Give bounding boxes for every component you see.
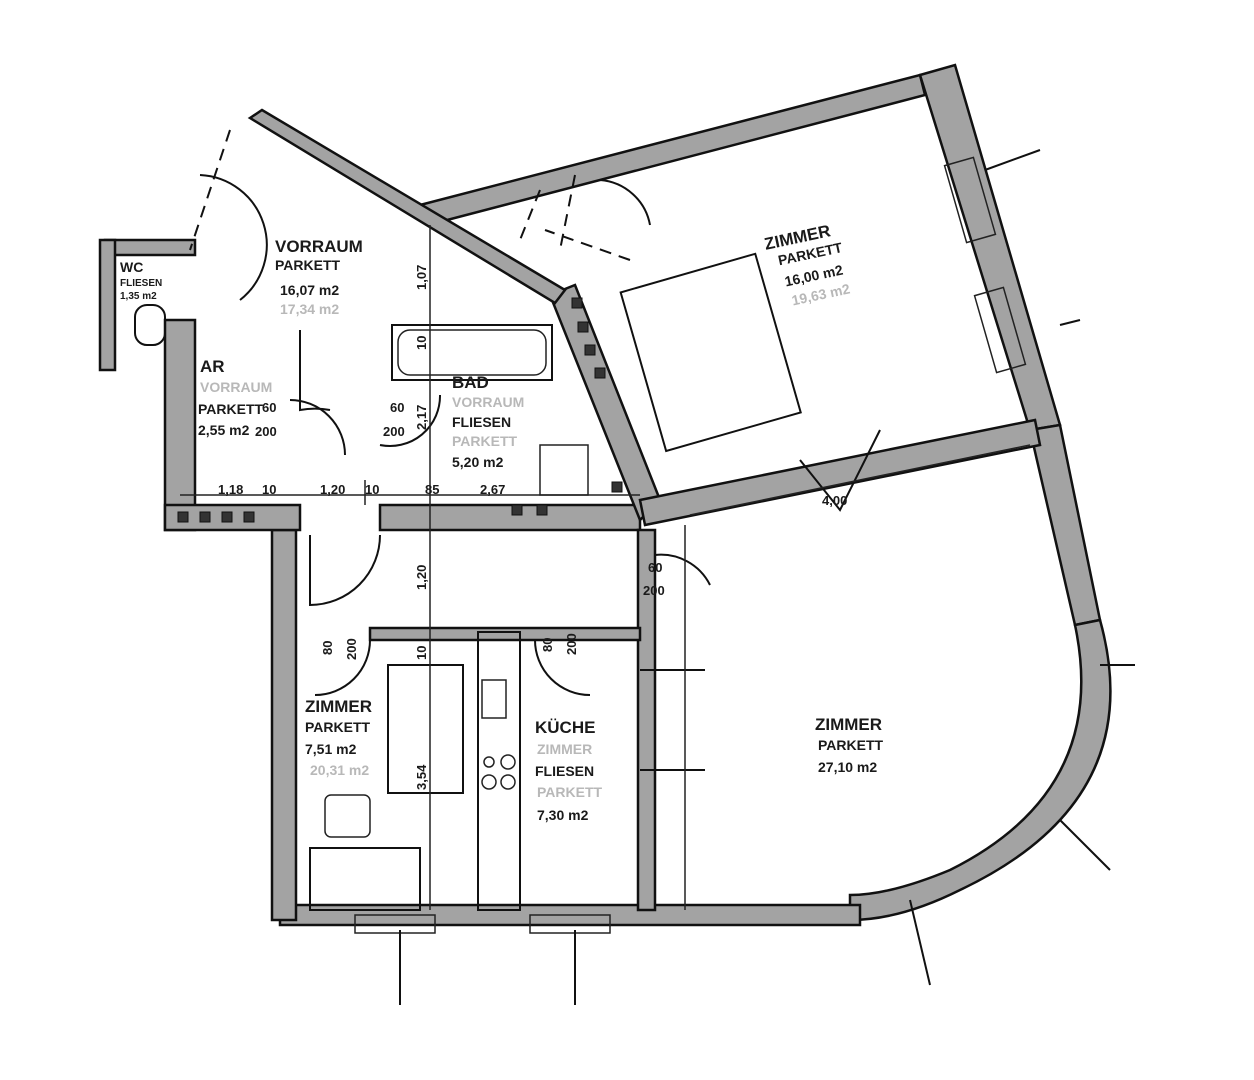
wall-bedroom-bottom — [638, 418, 1042, 527]
svg-text:ZIMMER: ZIMMER — [815, 715, 882, 734]
svg-text:VORRAUM: VORRAUM — [452, 394, 524, 410]
svg-text:1,07: 1,07 — [414, 265, 429, 290]
toilet — [134, 304, 166, 346]
dimension-lines — [180, 225, 1031, 910]
svg-text:10: 10 — [262, 482, 276, 497]
room-ar: AR VORRAUM PARKETT 2,55 m2 — [198, 357, 272, 438]
window — [973, 286, 1027, 374]
svg-text:PARKETT: PARKETT — [537, 784, 603, 800]
room-zimmer-top: ZIMMER PARKETT 16,00 m2 19,63 m2 — [763, 221, 852, 308]
wall-left — [270, 528, 298, 922]
wall-kitchen-right — [636, 528, 657, 912]
window — [354, 914, 436, 934]
chimney-markers — [177, 297, 623, 523]
svg-text:ZIMMER: ZIMMER — [305, 697, 372, 716]
svg-text:200: 200 — [564, 633, 579, 655]
svg-text:PARKETT: PARKETT — [305, 719, 371, 735]
wall-kitchen-top — [368, 626, 642, 642]
wall-curved — [848, 618, 1112, 922]
wall-bedroom-left — [548, 283, 662, 523]
svg-text:VORRAUM: VORRAUM — [200, 379, 272, 395]
svg-text:2,17: 2,17 — [414, 405, 429, 430]
bathtub — [391, 324, 553, 381]
svg-text:2,67: 2,67 — [480, 482, 505, 497]
svg-text:1,18: 1,18 — [218, 482, 243, 497]
axis-line — [1059, 819, 1111, 871]
svg-text:WC: WC — [120, 259, 143, 275]
svg-text:4,00: 4,00 — [822, 493, 847, 508]
svg-text:27,10 m2: 27,10 m2 — [818, 759, 877, 775]
wall-top-diagonal — [418, 73, 927, 227]
bed — [619, 252, 802, 453]
windows — [354, 149, 1135, 1005]
window — [943, 156, 997, 244]
svg-text:200: 200 — [344, 638, 359, 660]
svg-text:BAD: BAD — [452, 373, 489, 392]
axis-line — [909, 899, 931, 986]
svg-text:17,34 m2: 17,34 m2 — [280, 301, 339, 317]
svg-text:1,35 m2: 1,35 m2 — [120, 291, 157, 302]
svg-text:7,51 m2: 7,51 m2 — [305, 741, 357, 757]
svg-text:FLIESEN: FLIESEN — [452, 414, 511, 430]
svg-text:10: 10 — [414, 336, 429, 350]
wall-left-upper — [163, 318, 197, 532]
room-bad: BAD VORRAUM FLIESEN PARKETT 5,20 m2 — [452, 373, 524, 470]
svg-text:1,20: 1,20 — [414, 565, 429, 590]
walls — [98, 63, 1112, 927]
svg-text:PARKETT: PARKETT — [198, 401, 264, 417]
svg-text:80: 80 — [540, 638, 555, 652]
svg-text:85: 85 — [425, 482, 439, 497]
svg-text:PARKETT: PARKETT — [452, 433, 518, 449]
room-zimmer-large: ZIMMER PARKETT 27,10 m2 — [815, 715, 884, 775]
wall-vorraum-diagonal — [247, 108, 567, 305]
svg-text:60: 60 — [648, 560, 662, 575]
svg-text:KÜCHE: KÜCHE — [535, 718, 595, 737]
svg-text:10: 10 — [414, 646, 429, 660]
axis-line — [984, 149, 1041, 171]
svg-text:VORRAUM: VORRAUM — [275, 237, 363, 256]
wall-right-upper — [918, 63, 1062, 432]
svg-text:FLIESEN: FLIESEN — [120, 278, 162, 289]
axis-line — [1059, 319, 1081, 326]
room-vorraum: VORRAUM PARKETT 16,07 m2 17,34 m2 — [275, 237, 363, 317]
svg-text:7,30 m2: 7,30 m2 — [537, 807, 589, 823]
room-zimmer-small: ZIMMER PARKETT 7,51 m2 20,31 m2 — [305, 697, 372, 778]
fixtures — [134, 252, 802, 911]
svg-text:ZIMMER: ZIMMER — [537, 741, 592, 757]
doors — [189, 129, 881, 771]
svg-text:200: 200 — [383, 424, 405, 439]
wall-mid — [378, 503, 642, 532]
svg-text:20,31 m2: 20,31 m2 — [310, 762, 369, 778]
svg-text:200: 200 — [643, 583, 665, 598]
svg-text:PARKETT: PARKETT — [275, 257, 341, 273]
svg-text:FLIESEN: FLIESEN — [535, 763, 594, 779]
wall-right-middle — [1028, 423, 1102, 627]
svg-text:2,55 m2: 2,55 m2 — [198, 422, 250, 438]
svg-text:80: 80 — [320, 641, 335, 655]
svg-text:60: 60 — [262, 400, 276, 415]
chair — [324, 794, 371, 838]
svg-text:3,54: 3,54 — [414, 764, 429, 790]
svg-text:1,20: 1,20 — [320, 482, 345, 497]
svg-text:16,07 m2: 16,07 m2 — [280, 282, 339, 298]
bed-small — [387, 664, 464, 794]
sink — [539, 444, 589, 496]
svg-text:200: 200 — [255, 424, 277, 439]
wall-wc — [103, 238, 197, 257]
dimension-labels: 1,18 10 1,20 10 85 2,67 60 200 60 200 60… — [218, 265, 847, 790]
room-kueche: KÜCHE ZIMMER FLIESEN PARKETT 7,30 m2 — [535, 718, 603, 823]
svg-text:PARKETT: PARKETT — [818, 737, 884, 753]
svg-text:5,20 m2: 5,20 m2 — [452, 454, 504, 470]
svg-text:10: 10 — [365, 482, 379, 497]
kitchen-counter — [477, 631, 521, 911]
room-wc: WC FLIESEN 1,35 m2 — [120, 259, 162, 302]
window — [529, 914, 611, 934]
wall-wc-left — [98, 238, 117, 372]
desk — [309, 847, 421, 911]
svg-text:60: 60 — [390, 400, 404, 415]
svg-text:AR: AR — [200, 357, 225, 376]
